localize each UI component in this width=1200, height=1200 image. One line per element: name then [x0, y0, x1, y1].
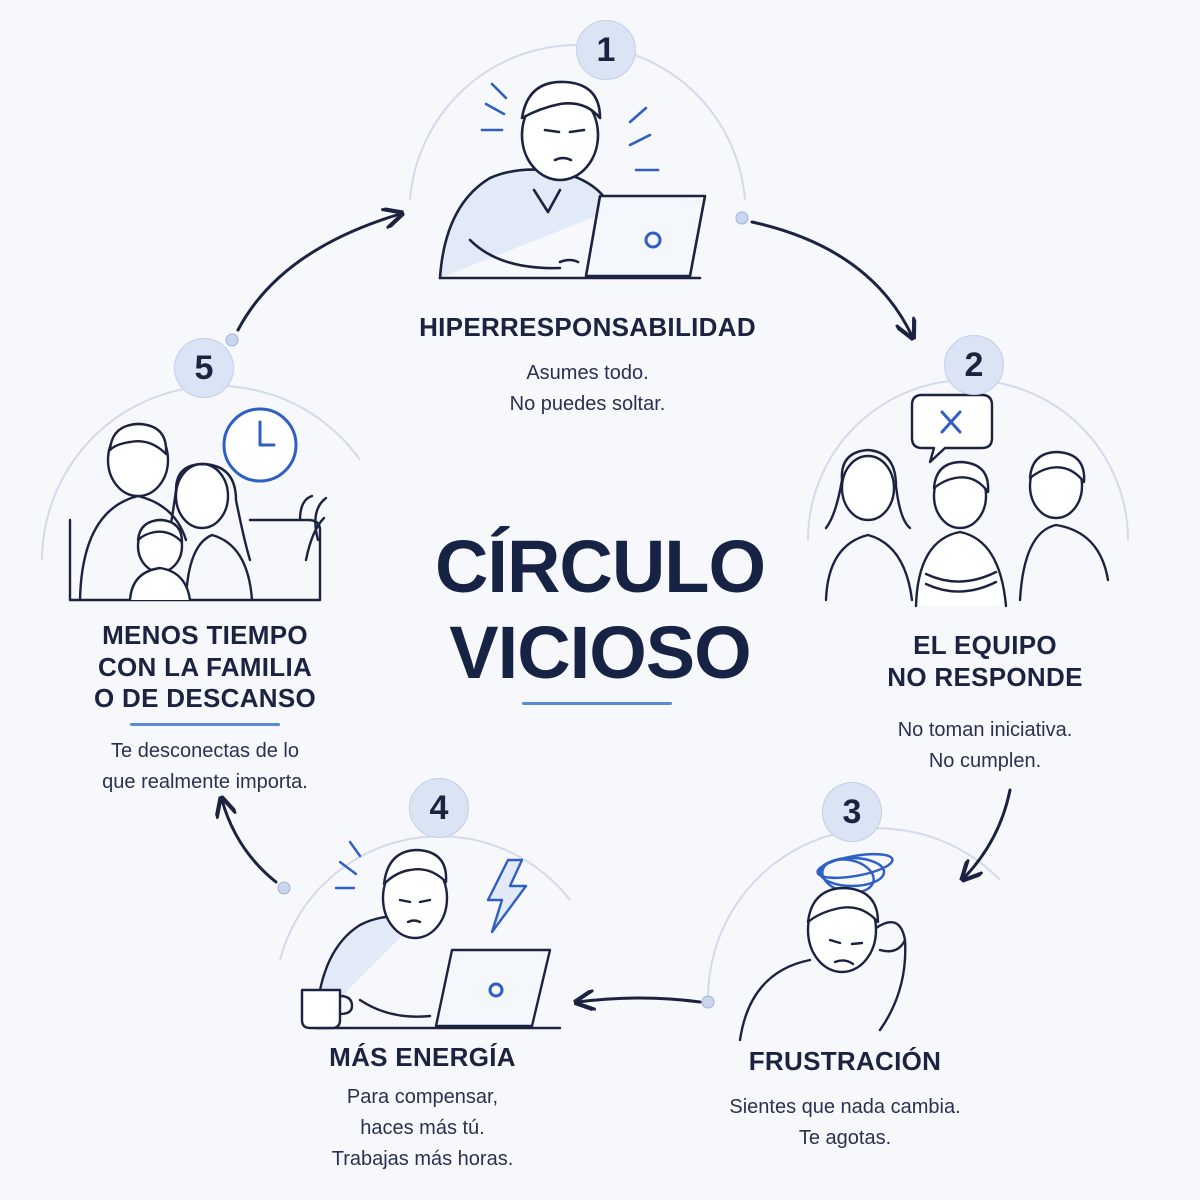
step-4-description: Para compensar, haces más tú. Trabajas m… [290, 1082, 555, 1175]
diagram-title-line-2: VICIOSO [449, 611, 751, 694]
step-1-badge: 1 [576, 20, 636, 80]
illustration-man-laptop-stressed [438, 80, 707, 280]
step-4-title: MÁS ENERGÍA [290, 1042, 555, 1074]
node-4-outline [279, 835, 571, 961]
node-5-outline [41, 384, 361, 561]
connector-dot-5 [225, 333, 239, 347]
step-4-desc-line: Trabajas más horas. [331, 1147, 514, 1170]
illustration-family-time [68, 407, 328, 602]
step-5-title-line: CON LA FAMILIA [97, 651, 313, 682]
node-3-outline [706, 827, 1001, 1001]
arrow-3-to-4 [578, 998, 702, 1002]
illustration-frustrated-person [738, 852, 907, 1042]
diagram-title-line-1: CÍRCULO [434, 525, 766, 608]
step-4-badge: 4 [409, 778, 469, 838]
step-5-underline [130, 723, 280, 727]
step-4-desc-line: haces más tú. [360, 1116, 485, 1139]
connector-dot-1 [735, 211, 749, 225]
arrow-4-to-5 [222, 800, 278, 884]
step-5-title: MENOS TIEMPO CON LA FAMILIA O DE DESCANS… [60, 620, 350, 715]
step-1-label: HIPERRESPONSABILIDAD Asumes todo. No pue… [400, 312, 775, 420]
connector-dot-3 [701, 995, 715, 1009]
step-3-title: FRUSTRACIÓN [700, 1046, 990, 1078]
step-5-desc-line: Te desconectas de lo [111, 740, 299, 763]
step-3-desc-line: Te agotas. [798, 1126, 892, 1149]
arrow-1-to-2 [750, 220, 912, 336]
step-2-label: EL EQUIPO NO RESPONDE No toman iniciativ… [830, 630, 1140, 777]
title-underline [522, 702, 672, 705]
arrow-2-to-3 [964, 788, 1012, 878]
step-4-label: MÁS ENERGÍA Para compensar, haces más tú… [290, 1042, 555, 1175]
step-2-badge: 2 [944, 335, 1004, 395]
step-2-desc-line: No toman iniciativa. [897, 719, 1073, 742]
step-3-desc-line: Sientes que nada cambia. [729, 1095, 961, 1118]
step-3-label: FRUSTRACIÓN Sientes que nada cambia. Te … [700, 1046, 990, 1154]
step-3-description: Sientes que nada cambia. Te agotas. [700, 1092, 990, 1154]
step-5-description: Te desconectas de lo que realmente impor… [60, 736, 350, 798]
step-3-badge: 3 [822, 782, 882, 842]
step-1-desc-line: No puedes soltar. [509, 392, 666, 415]
step-2-title: EL EQUIPO NO RESPONDE [830, 630, 1140, 693]
illustration-team-unresponsive [824, 393, 1110, 608]
step-2-title-line: NO RESPONDE [887, 661, 1083, 692]
step-5-title-line: O DE DESCANSO [93, 683, 317, 714]
step-5-desc-line: que realmente importa. [102, 771, 308, 794]
diagram-title: CÍRCULO VICIOSO [380, 530, 820, 702]
connector-dot-4 [277, 881, 291, 895]
step-1-desc-line: Asumes todo. [526, 361, 649, 384]
step-1-description: Asumes todo. No puedes soltar. [400, 358, 775, 420]
step-1-title-line: HIPERRESPONSABILIDAD [419, 312, 756, 342]
step-2-title-line: EL EQUIPO [913, 630, 1057, 660]
step-4-title-line: MÁS ENERGÍA [329, 1042, 516, 1072]
step-3-title-line: FRUSTRACIÓN [748, 1046, 942, 1076]
step-1-title: HIPERRESPONSABILIDAD [400, 312, 775, 344]
step-2-description: No toman iniciativa. No cumplen. [830, 715, 1140, 777]
step-5-badge: 5 [174, 338, 234, 398]
step-2-desc-line: No cumplen. [928, 750, 1042, 773]
step-5-label: MENOS TIEMPO CON LA FAMILIA O DE DESCANS… [60, 620, 350, 798]
arrow-5-to-1 [236, 214, 400, 332]
illustration-man-working-energy [300, 840, 562, 1030]
step-4-desc-line: Para compensar, [346, 1085, 499, 1108]
step-5-title-line: MENOS TIEMPO [102, 620, 308, 650]
